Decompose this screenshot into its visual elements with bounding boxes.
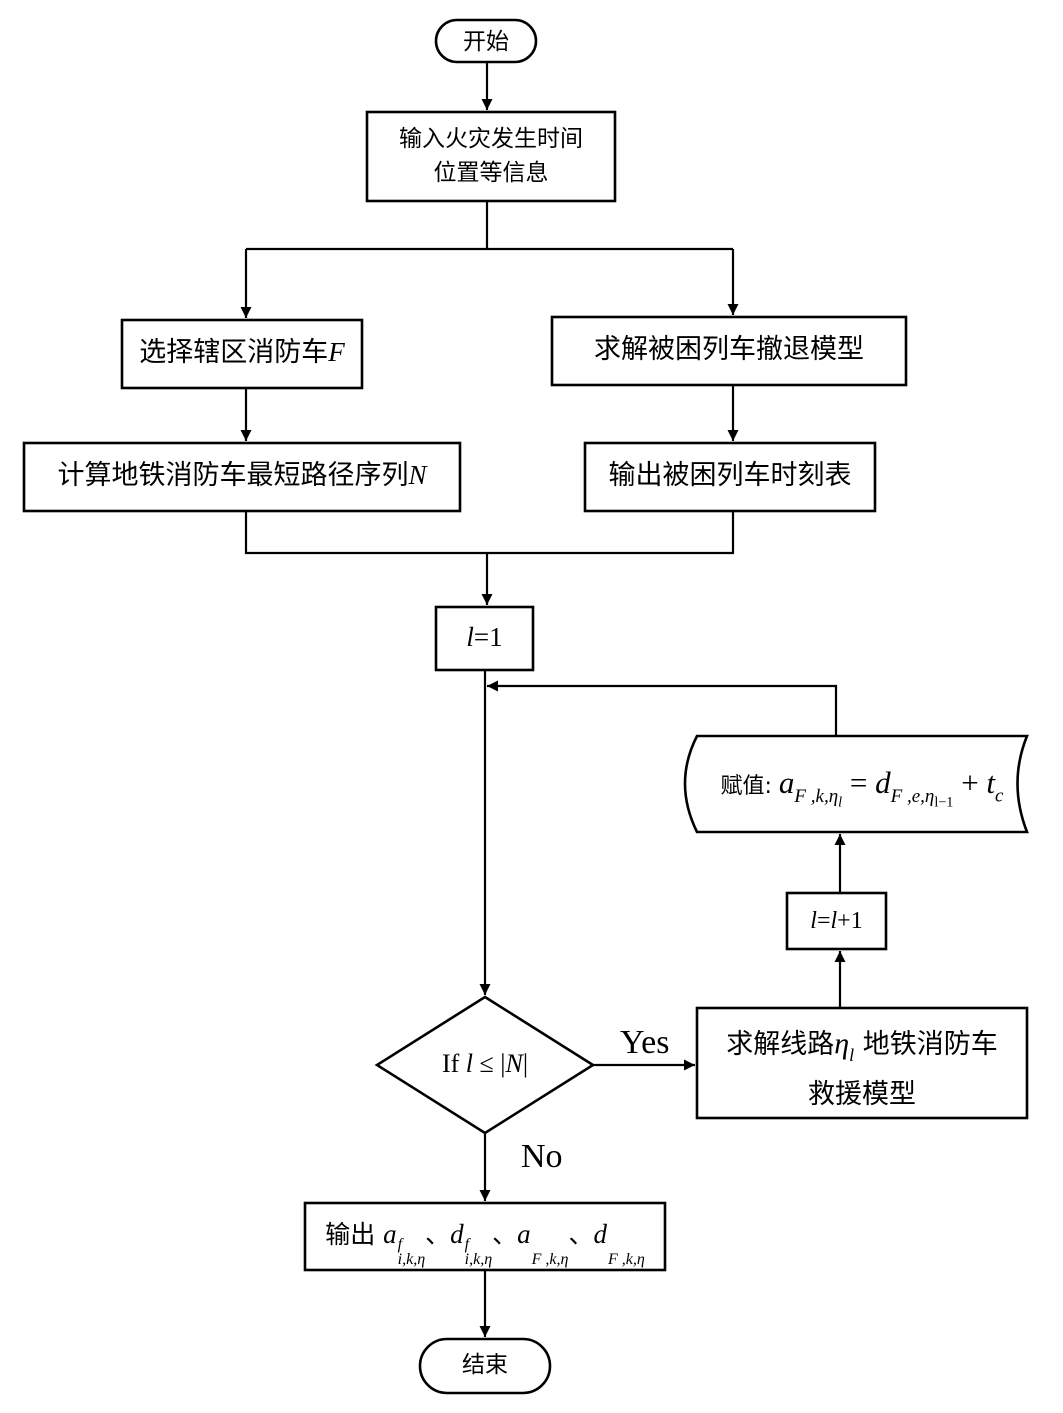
no-label: No xyxy=(521,1138,563,1175)
assign-t-var: t xyxy=(986,765,996,800)
output-result-prefix: 输出 xyxy=(325,1220,376,1249)
assign-lhs-subsub: l xyxy=(838,793,843,810)
end-terminal xyxy=(418,1337,552,1395)
output-term-sup xyxy=(532,1237,569,1252)
init-l-label: l=1 xyxy=(436,621,533,655)
assign-stored-data-shape xyxy=(683,734,1029,834)
increment-eq: = xyxy=(816,908,831,934)
calc-path-box xyxy=(22,441,462,513)
output-term-sub: F ,k,η xyxy=(607,1250,645,1268)
assign-plus: + xyxy=(953,765,987,800)
output-term-var: a xyxy=(517,1219,531,1249)
increment-box xyxy=(785,891,888,951)
assign-lhs-var: a xyxy=(778,765,795,800)
output-term-var: d xyxy=(593,1219,607,1249)
increment-rest: +1 xyxy=(837,908,863,934)
output-term-sub: i,k,η xyxy=(397,1250,426,1268)
assign-eq: = xyxy=(842,765,876,800)
assign-lhs-sub: F ,k,η xyxy=(794,785,839,807)
decision-var: l xyxy=(465,1049,473,1078)
edge-assign-loop-back xyxy=(487,680,838,736)
init-l-var: l xyxy=(466,622,474,652)
truck-variable: F xyxy=(328,337,345,367)
start-label: 开始 xyxy=(463,29,509,55)
assign-rhs-sub: F ,e,η xyxy=(890,785,935,807)
select-truck-text: 选择辖区消防车 xyxy=(139,337,329,368)
solve-retreat-box xyxy=(550,315,908,387)
output-term-sup xyxy=(608,1237,645,1252)
yes-label: Yes xyxy=(620,1024,670,1061)
output-term-separator: 、 xyxy=(568,1220,594,1249)
input-info-box xyxy=(365,110,617,203)
output-term-indices: F ,k,η xyxy=(608,1237,645,1267)
solve-retreat-label: 求解被困列车撤退模型 xyxy=(594,334,864,365)
solve-rescue-eta: η xyxy=(834,1027,850,1060)
assign-t-sub: c xyxy=(995,785,1004,807)
path-variable: N xyxy=(408,460,427,490)
select-truck-box xyxy=(120,318,364,390)
output-result-box xyxy=(303,1201,667,1272)
assign-prefix: 赋值: xyxy=(720,774,772,799)
output-term-sub: F ,k,η xyxy=(531,1250,569,1268)
output-timetable-label: 输出被困列车时刻表 xyxy=(608,460,852,491)
edge-merge xyxy=(244,511,735,555)
decision-op: ≤ | xyxy=(473,1049,506,1078)
input-info-line2: 位置等信息 xyxy=(433,160,549,186)
output-term-sub: i,k,η xyxy=(464,1250,493,1268)
decision-label: If l ≤ |N| xyxy=(377,1048,593,1081)
solve-rescue-box xyxy=(695,1006,1029,1120)
calc-path-text: 计算地铁消防车最短路径序列 xyxy=(57,460,409,491)
solve-rescue-eta-sub: l xyxy=(849,1045,855,1066)
assign-label: 赋值: aF ,k,ηl = dF ,e,ηl−1 + tc xyxy=(697,764,1027,812)
output-term-indices: F ,k,η xyxy=(532,1237,569,1267)
increment-var2: l xyxy=(830,908,838,934)
increment-label: l=l+1 xyxy=(787,905,886,936)
output-term-separator: 、 xyxy=(425,1220,451,1249)
output-term-sup: f xyxy=(464,1235,470,1253)
decision-set: N xyxy=(505,1049,523,1078)
assign-rhs-subsub: l−1 xyxy=(934,793,954,810)
solve-rescue-label: 求解线路ηl 地铁消防车 救援模型 xyxy=(697,1024,1027,1115)
calc-path-label: 计算地铁消防车最短路径序列N xyxy=(24,459,460,493)
output-term-var: a xyxy=(383,1219,397,1249)
increment-var1: l xyxy=(810,908,817,934)
decision-prefix: If xyxy=(441,1049,466,1078)
input-info-line1: 输入火灾发生时间 xyxy=(399,126,583,152)
init-l-rest: =1 xyxy=(473,622,503,652)
end-label: 结束 xyxy=(462,1352,508,1378)
output-term-var: d xyxy=(450,1219,464,1249)
output-term-sup: f xyxy=(397,1235,403,1253)
output-timetable-box xyxy=(583,441,877,513)
solve-rescue-line2: 救援模型 xyxy=(808,1079,916,1111)
output-term: d F ,k,η xyxy=(593,1219,644,1267)
solve-rescue-text-a: 求解线路 xyxy=(726,1029,835,1060)
solve-rescue-text-b: 地铁消防车 xyxy=(854,1029,998,1060)
decision-suffix: | xyxy=(522,1049,529,1078)
assign-rhs-var: d xyxy=(875,765,891,800)
select-truck-label: 选择辖区消防车F xyxy=(122,336,362,370)
output-term: a F ,k,η xyxy=(517,1219,568,1267)
output-term-separator: 、 xyxy=(492,1220,518,1249)
input-info-label: 输入火灾发生时间 位置等信息 xyxy=(367,122,615,190)
